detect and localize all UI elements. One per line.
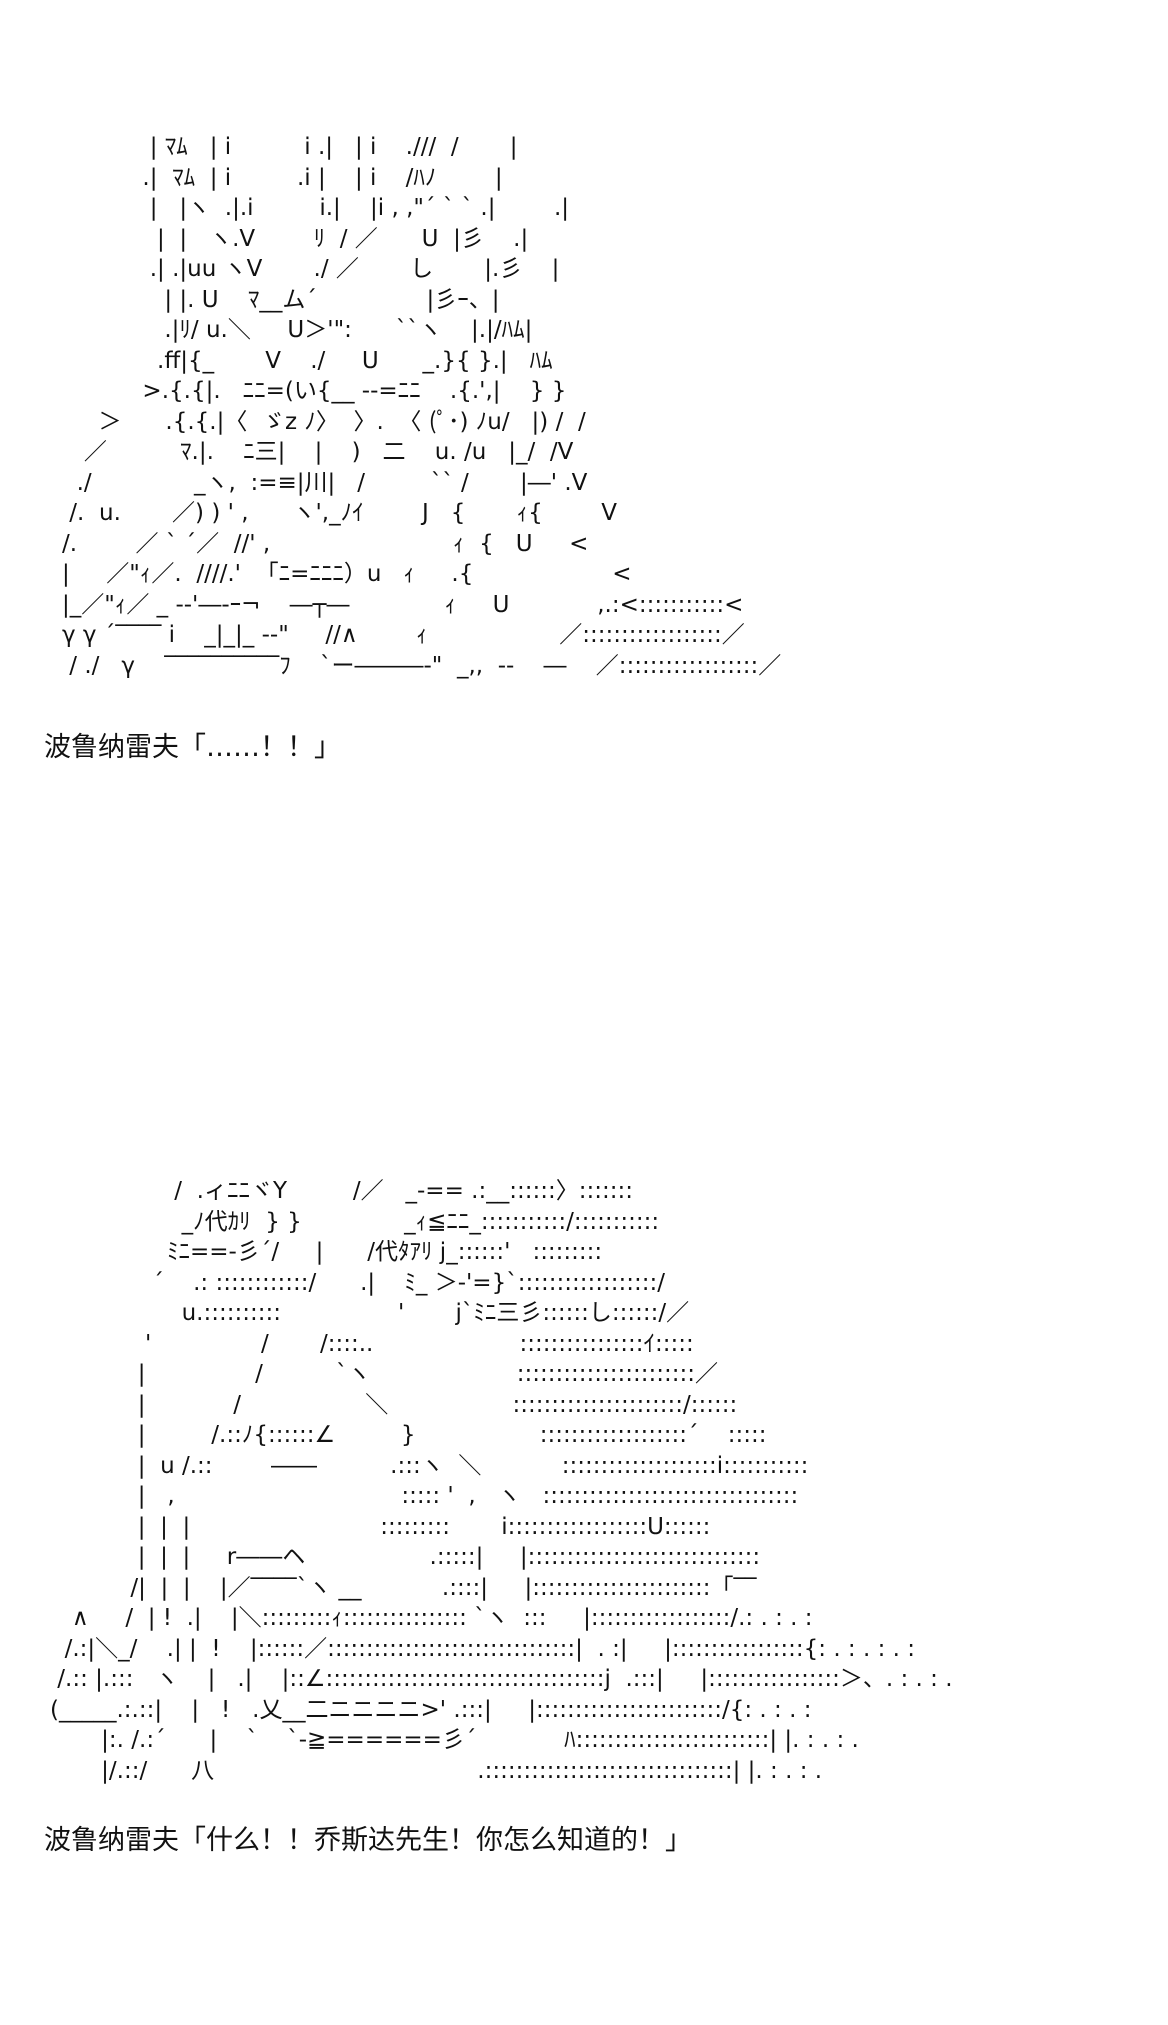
ascii-art-polnareff-shocked: | ﾏﾑ | i i .| | i ./// / | .| ﾏﾑ | i .i … xyxy=(62,134,782,679)
dialogue-caption: 波鲁纳雷夫「什么！！乔斯达先生！你怎么知道的！」 xyxy=(44,1825,692,1856)
dialogue-caption: 波鲁纳雷夫「……！！」 xyxy=(44,732,341,763)
panel-1: | ﾏﾑ | i i .| | i ./// / | .| ﾏﾑ | i .i … xyxy=(0,0,1168,800)
ascii-art-polnareff-surprised: / .ィﾆﾆヾY /／ _-== .:__::::::〉::::::: _ﾉ代ｶ… xyxy=(50,1178,953,1784)
panel-2: / .ィﾆﾆヾY /／ _-== .:__::::::〉::::::: _ﾉ代ｶ… xyxy=(0,1160,1168,1880)
